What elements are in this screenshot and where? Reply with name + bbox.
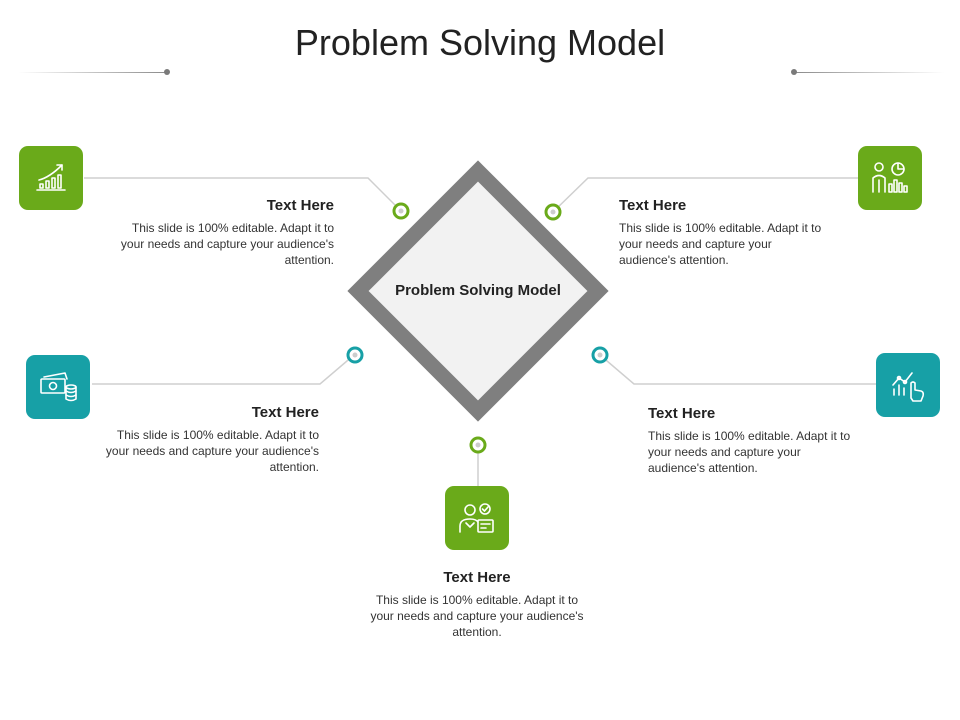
node-dot-mid-right-core bbox=[597, 352, 603, 358]
node-4-body: This slide is 100% editable. Adapt it to… bbox=[648, 429, 851, 475]
node-5-icon-box bbox=[445, 486, 509, 550]
connector-mid-left bbox=[92, 354, 355, 385]
node-dot-top-right-core bbox=[550, 209, 556, 215]
node-4-icon-box bbox=[876, 353, 940, 417]
node-2-text-block: Text Here This slide is 100% editable. A… bbox=[619, 197, 829, 268]
node-5-body: This slide is 100% editable. Adapt it to… bbox=[370, 593, 584, 639]
node-3-heading: Text Here bbox=[251, 404, 319, 421]
center-diamond bbox=[347, 160, 609, 422]
presenter-chart-icon bbox=[872, 162, 908, 193]
node-1-icon-box bbox=[19, 146, 83, 210]
connector-top-left bbox=[84, 177, 402, 212]
node-4-heading: Text Here bbox=[648, 405, 716, 422]
node-5-heading: Text Here bbox=[443, 569, 511, 586]
node-3-body: This slide is 100% editable. Adapt it to… bbox=[105, 428, 319, 474]
title-divider-left-dot bbox=[164, 69, 170, 75]
title-divider-left bbox=[18, 72, 168, 73]
connector-top-right bbox=[552, 177, 858, 213]
node-2-body: This slide is 100% editable. Adapt it to… bbox=[619, 221, 822, 267]
money-coins-icon bbox=[40, 372, 77, 402]
node-3-text-block: Text Here This slide is 100% editable. A… bbox=[99, 404, 319, 475]
node-2-icon-box bbox=[858, 146, 922, 210]
node-4-text-block: Text Here This slide is 100% editable. A… bbox=[648, 405, 858, 476]
node-1-text-block: Text Here This slide is 100% editable. A… bbox=[114, 197, 334, 268]
node-1-heading: Text Here bbox=[266, 197, 334, 214]
growth-chart-icon bbox=[36, 164, 66, 191]
title-divider-right bbox=[794, 72, 944, 73]
connector-mid-right bbox=[599, 354, 876, 385]
center-label: Problem Solving Model bbox=[395, 282, 561, 299]
node-dot-top-left-core bbox=[398, 208, 404, 214]
node-5-text-block: Text Here This slide is 100% editable. A… bbox=[367, 569, 587, 640]
page-title: Problem Solving Model bbox=[294, 22, 666, 63]
node-dot-mid-left-core bbox=[352, 352, 358, 358]
touch-analytics-icon bbox=[892, 372, 925, 402]
node-2-heading: Text Here bbox=[619, 197, 687, 214]
title-divider-right-dot bbox=[791, 69, 797, 75]
node-dot-bottom-core bbox=[475, 442, 481, 448]
node-3-icon-box bbox=[26, 355, 90, 419]
person-document-icon bbox=[459, 503, 494, 533]
node-1-body: This slide is 100% editable. Adapt it to… bbox=[120, 221, 334, 267]
